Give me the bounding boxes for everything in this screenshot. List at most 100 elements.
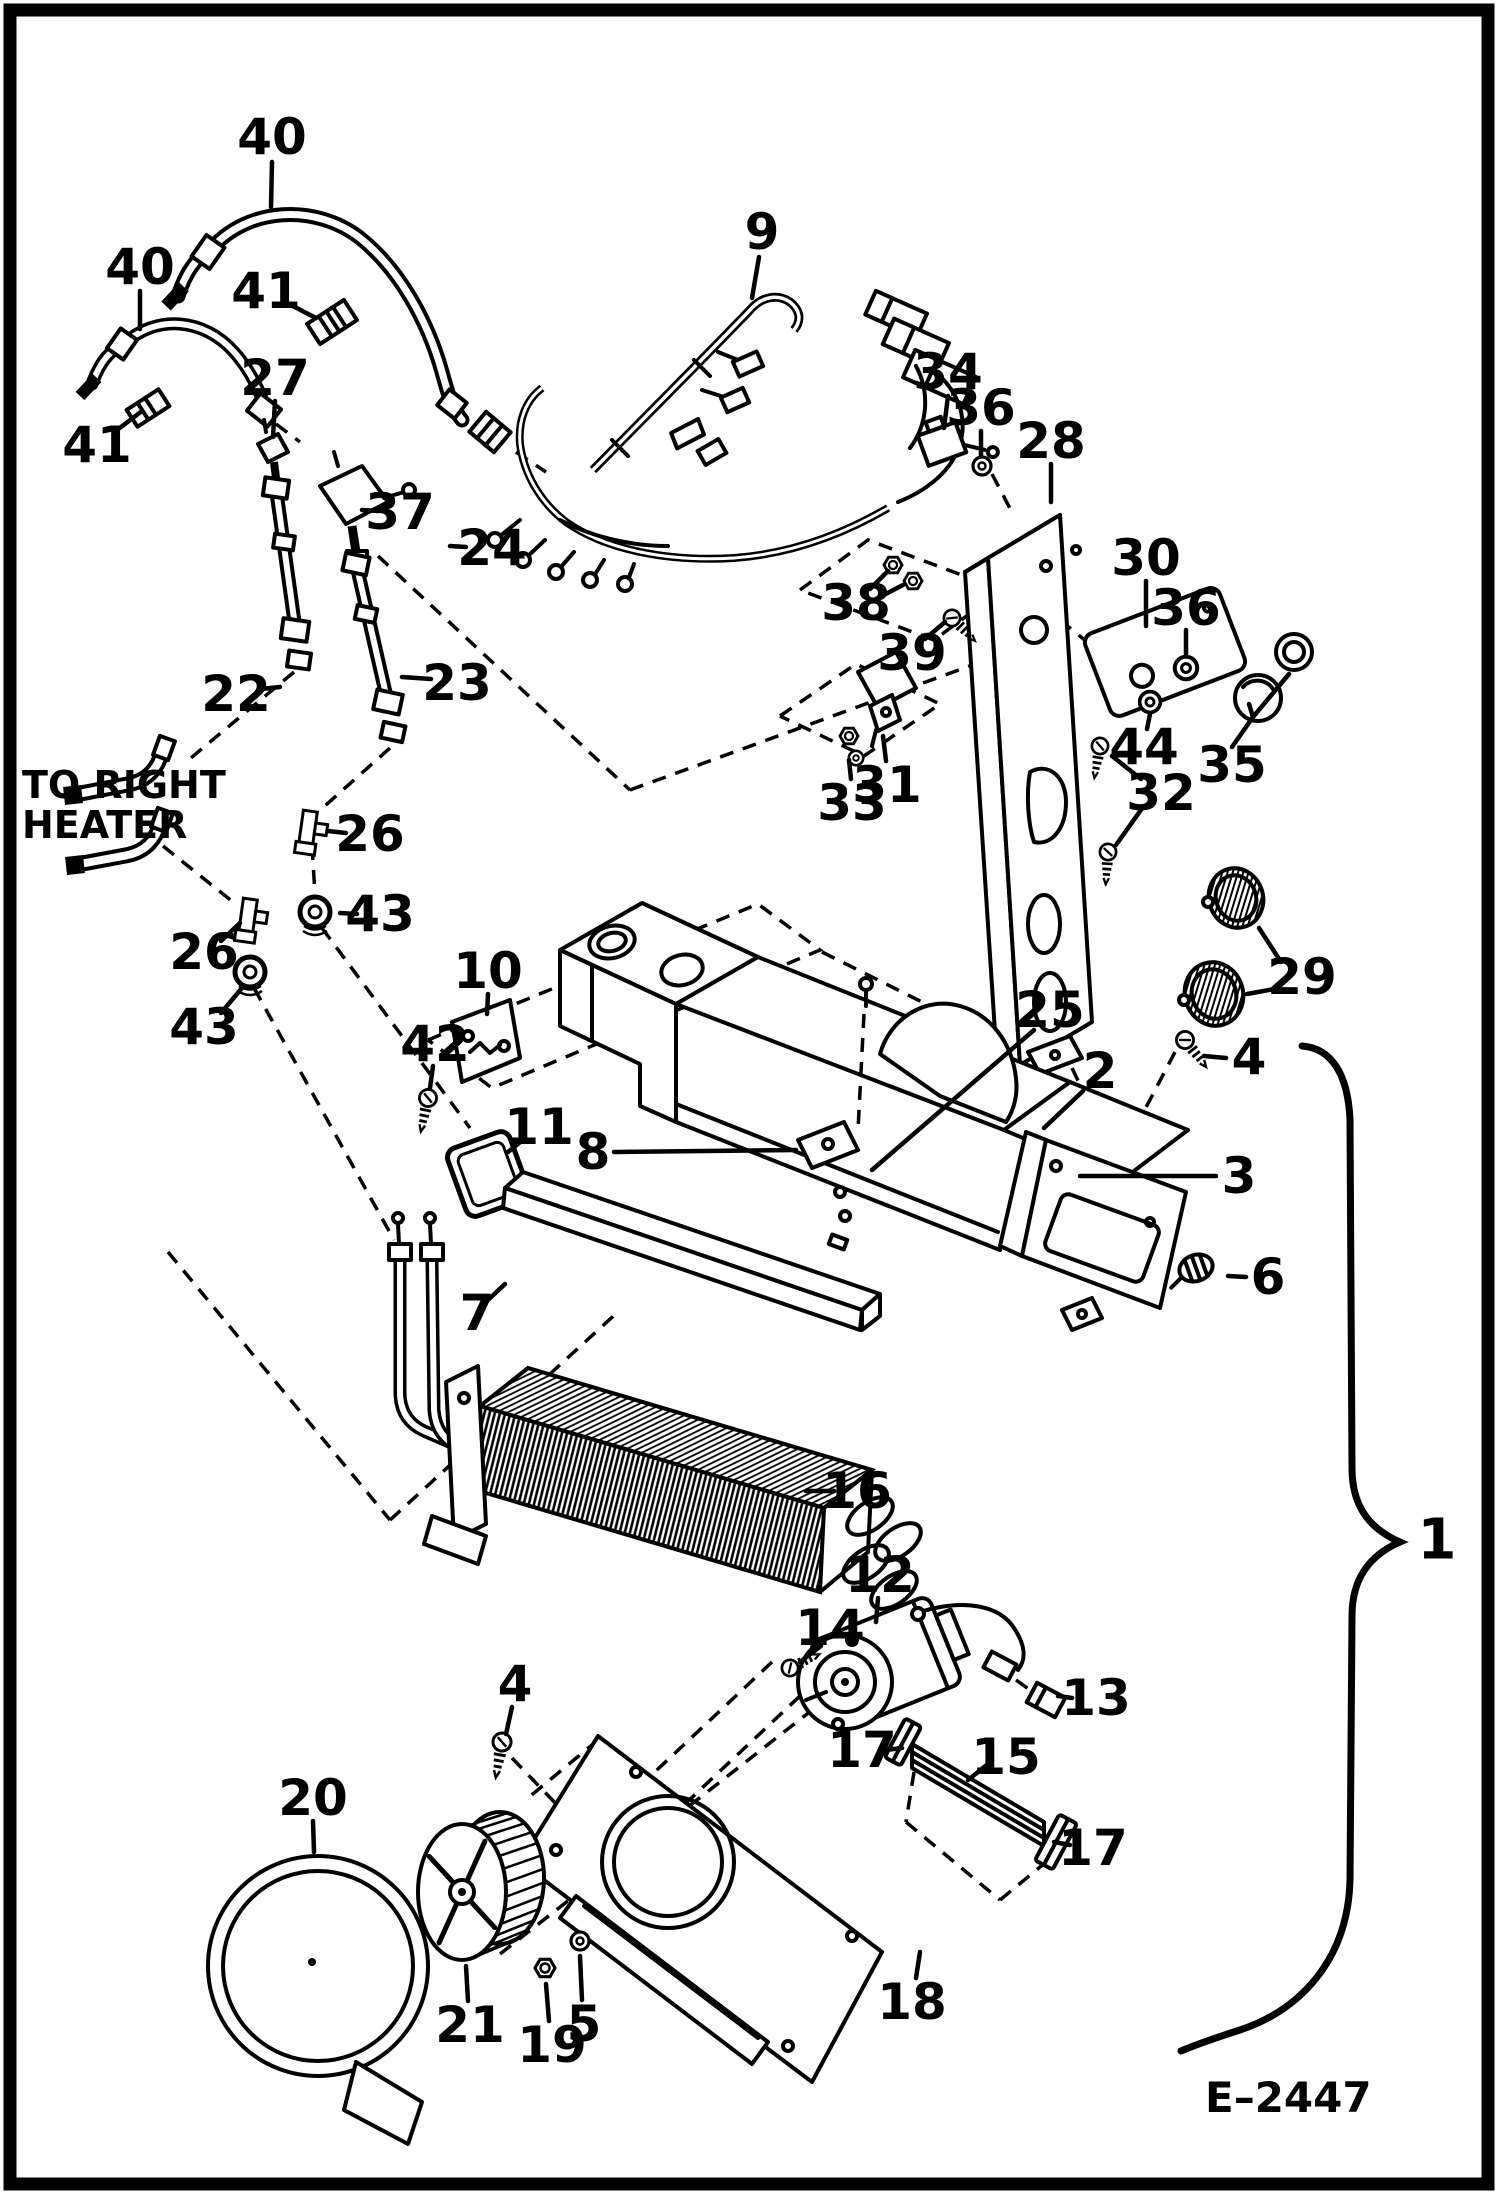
part-label-18: 18: [877, 1973, 947, 2031]
part-label-8: 8: [576, 1123, 611, 1181]
part-label-12: 12: [845, 1546, 915, 1604]
part-label-5: 5: [567, 1995, 602, 2053]
leader-line-29: [1244, 985, 1283, 997]
hose-23: [340, 550, 408, 745]
part-label-11: 11: [504, 1098, 574, 1156]
nut-33: [838, 726, 860, 746]
part-label-23: 23: [422, 654, 492, 712]
part-label-26-b: 26: [169, 923, 239, 981]
grommet-43-right: [300, 897, 330, 935]
leader-line-17-a: [883, 1745, 905, 1753]
figure-code: E–2447: [1205, 2073, 1372, 2122]
part-label-15: 15: [971, 1728, 1041, 1786]
leader-line-43-b: [218, 985, 245, 1016]
part-label-30: 30: [1111, 529, 1181, 587]
part-label-26-a: 26: [335, 805, 405, 863]
leader-line-18: [913, 1949, 923, 1981]
part-label-35: 35: [1197, 736, 1267, 794]
washer-36-right: [1172, 654, 1200, 682]
hose-40-lower: [75, 317, 284, 429]
switch-34: [915, 414, 1000, 468]
screw-42: [411, 1086, 440, 1135]
hose-22: [260, 475, 314, 672]
leader-line-38: [867, 568, 891, 592]
leader-line-21: [463, 1963, 471, 2004]
leader-line-43-a: [337, 910, 360, 917]
part-label-4-b: 4: [498, 1655, 533, 1713]
fan-fin: [503, 1895, 543, 1912]
leader-line-29: [1256, 925, 1284, 965]
fan-fin: [498, 1841, 538, 1858]
fan-fin: [505, 1867, 544, 1884]
switch-plate-30: [1082, 586, 1248, 718]
leader-line-26-a: [325, 828, 349, 836]
part-label-41-a: 41: [231, 262, 301, 320]
leader-line-31: [880, 733, 889, 764]
fan-fins: [469, 1811, 545, 1960]
part-label-43-b: 43: [169, 998, 239, 1056]
leader-line-39: [922, 619, 948, 642]
leader-line-35: [1246, 701, 1256, 720]
leader-line-41-b: [114, 408, 145, 433]
washer-36-top: [971, 455, 993, 477]
part-label-43-a: 43: [345, 885, 415, 943]
leader-line-10: [484, 991, 491, 1017]
part-label-10: 10: [453, 942, 523, 1000]
part-label-42: 42: [400, 1015, 470, 1073]
knob-6: [1169, 1252, 1215, 1290]
part-label-38: 38: [821, 574, 891, 632]
leader-line-25: [869, 1027, 1037, 1173]
assembly-brace-1: [1177, 1042, 1409, 2055]
leader-line-11: [505, 1136, 527, 1155]
caption-to-right-heater-line2: HEATER: [22, 803, 187, 847]
blower-housing-20: [206, 1854, 430, 2146]
fan-fin: [505, 1881, 545, 1898]
part-label-14: 14: [795, 1599, 865, 1657]
leader-line-8: [611, 1147, 799, 1155]
leader-line-2: [1041, 1088, 1086, 1131]
fan-fin: [469, 1811, 509, 1827]
fan-fin: [493, 1830, 533, 1846]
part-label-24: 24: [457, 519, 527, 577]
leader-line-14: [797, 1643, 824, 1665]
part-label-17-a: 17: [827, 1721, 897, 1779]
screw-32-lower: [1096, 842, 1118, 887]
leader-line-22: [258, 684, 283, 692]
part-label-2: 2: [1083, 1042, 1118, 1100]
part-label-32: 32: [1126, 764, 1196, 822]
part-label-22: 22: [201, 665, 271, 723]
part-label-29: 29: [1267, 948, 1337, 1006]
leader-line-23: [399, 674, 434, 682]
fan-fin: [486, 1822, 525, 1837]
part-label-6: 6: [1251, 1248, 1286, 1306]
grille-15: [883, 1717, 1078, 1871]
heater-elbow-stubs: [63, 733, 177, 875]
control-panel-28: [963, 513, 1094, 1080]
nut-19: [533, 1957, 557, 1979]
wire-harness-24: [486, 384, 891, 593]
part-label-40-a: 40: [237, 108, 307, 166]
leader-line-4-b: [503, 1704, 515, 1737]
leader-line-27: [270, 398, 278, 440]
part-label-27: 27: [240, 349, 310, 407]
leader-line-7: [486, 1281, 508, 1302]
relay-31: [856, 650, 918, 748]
tee-fitting-26-right: [292, 808, 331, 858]
screw-32-upper: [1085, 735, 1111, 781]
part-label-39: 39: [877, 624, 947, 682]
part-label-41-b: 41: [62, 416, 132, 474]
part-label-21: 21: [435, 1996, 505, 2054]
part-label-36-b: 36: [1151, 579, 1221, 637]
part-label-3: 3: [1222, 1147, 1257, 1205]
leader-line-38: [873, 582, 906, 602]
knobs-35: [1233, 632, 1314, 723]
part-label-37: 37: [365, 483, 435, 541]
part-label-17-b: 17: [1058, 1819, 1128, 1877]
leader-line-32: [1113, 804, 1146, 848]
ring-44: [1137, 689, 1163, 715]
screw-4-lower: [485, 1730, 514, 1781]
leader-line-15: [965, 1761, 991, 1783]
leader-line-34: [941, 393, 951, 431]
